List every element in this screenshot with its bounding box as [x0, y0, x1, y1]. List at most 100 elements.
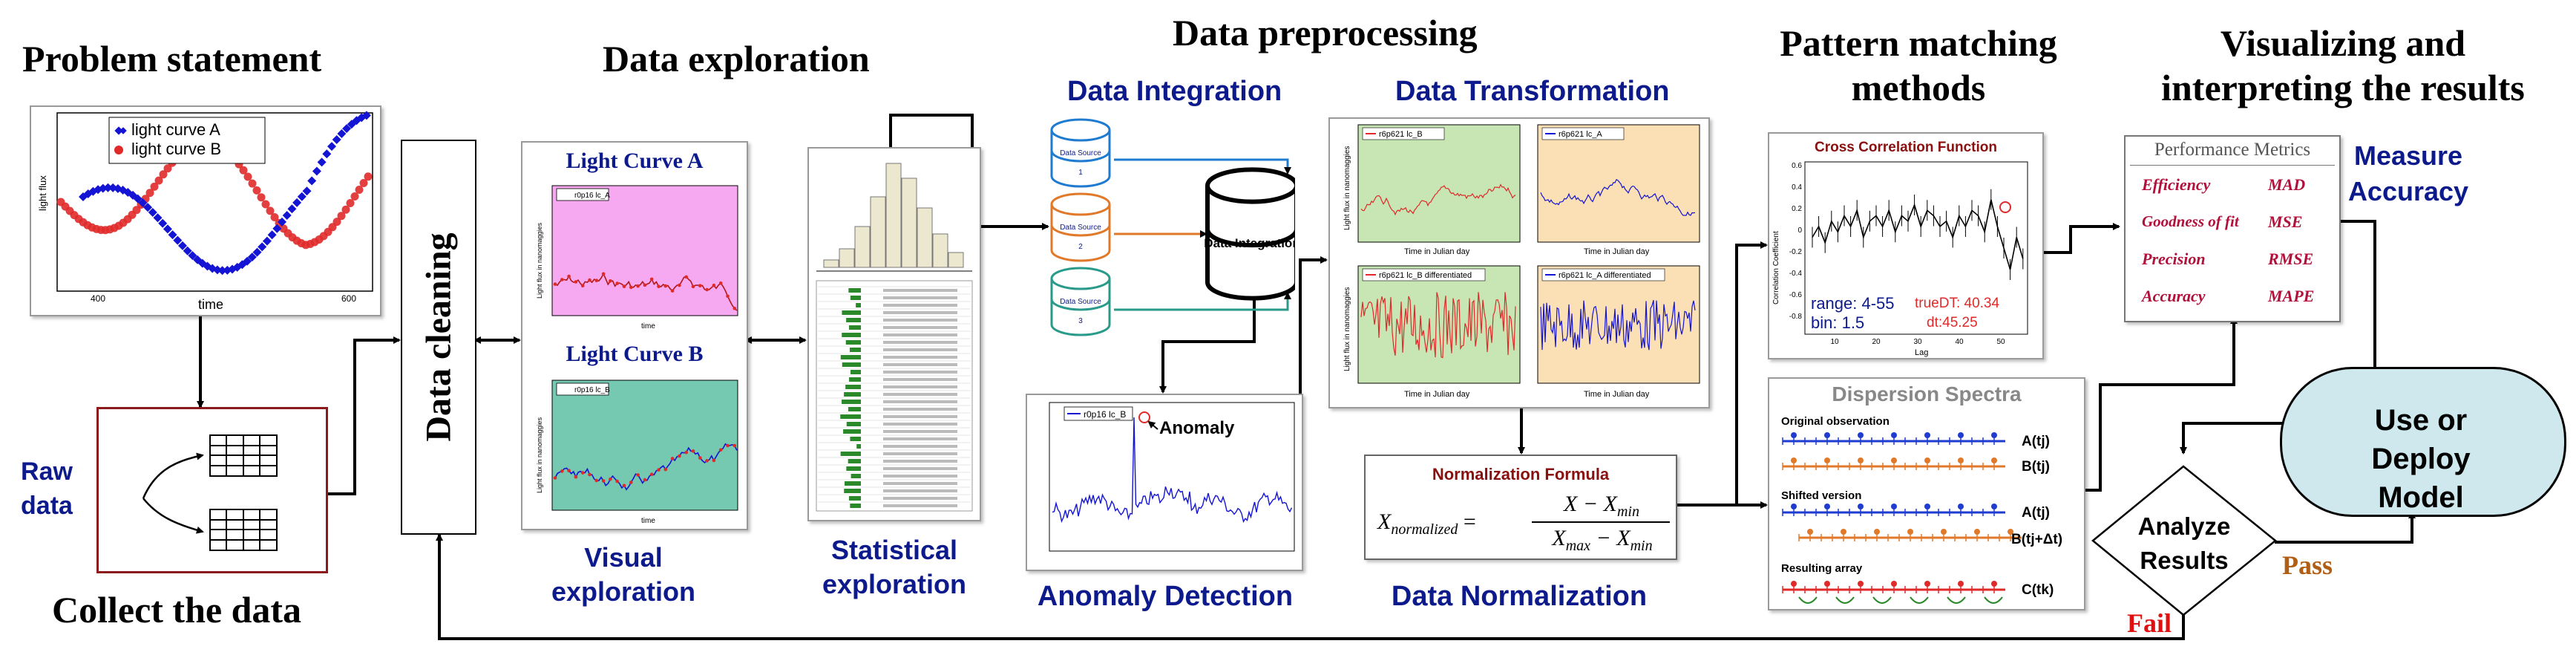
arrow-pass-to-deploy — [2275, 511, 2416, 544]
data-normalization-caption: Data Normalization — [1391, 581, 1648, 612]
curve-a-point — [173, 235, 183, 245]
formula-denominator-sub-min: min — [1630, 538, 1653, 554]
curve-b-point — [341, 205, 350, 214]
pass-label: Pass — [2282, 550, 2333, 580]
collect-data-box — [96, 407, 328, 573]
stat-table-bar — [856, 303, 861, 307]
stat-table-bar — [842, 400, 861, 404]
curve-a-point — [322, 149, 332, 159]
light-curve-point — [636, 284, 640, 288]
curve-a-point — [262, 236, 272, 246]
problem-plot-panel: light curve A light curve B time light f… — [30, 105, 381, 316]
ccf-svg: Cross Correlation Function 0.60.40.20-0.… — [1772, 140, 2028, 357]
stat-table-values — [883, 356, 957, 359]
stat-table-values — [883, 304, 957, 307]
light-curve-point — [609, 477, 612, 481]
dispersion-c: C(tk) — [2022, 582, 2054, 598]
curve-a-point — [153, 213, 163, 223]
light-curve-point — [712, 283, 716, 287]
metric-efficiency: Efficiency — [2142, 175, 2211, 194]
light-curve-point — [678, 454, 681, 458]
light-curve-point — [649, 277, 654, 281]
integration-arrow-3 — [1114, 292, 1291, 311]
stat-table-values — [883, 385, 957, 388]
ccf-xtick: 10 — [1830, 338, 1839, 346]
problem-plot-svg: light curve A light curve B time light f… — [37, 111, 373, 312]
curve-a-point — [217, 266, 227, 276]
stat-table-bar — [848, 496, 861, 501]
metric-mape: MAPE — [2268, 287, 2315, 305]
stat-table-values — [883, 341, 957, 344]
dispersion-marker — [1924, 457, 1930, 463]
anomaly-label: Anomaly — [1159, 418, 1235, 438]
curve-a-point — [163, 224, 172, 234]
arrow-dispersion-to-metrics — [2082, 316, 2238, 492]
curve-a-point — [118, 186, 128, 195]
light-curve-point — [622, 284, 626, 288]
histogram-bar — [948, 252, 964, 268]
stat-table-bar — [842, 333, 861, 337]
formula-numerator: X − X — [1564, 492, 1617, 516]
ccf-xtick: 40 — [1955, 338, 1964, 346]
curve-a-point — [292, 198, 302, 207]
stat-table-bar — [845, 385, 861, 389]
stat-table-bar — [849, 325, 861, 330]
stat-table-values — [883, 445, 957, 448]
dispersion-svg: Dispersion Spectra Original observation … — [1781, 382, 2062, 604]
metric-mse: MSE — [2268, 212, 2303, 231]
dispersion-marker — [1824, 457, 1830, 463]
dispersion-marker — [1791, 504, 1797, 509]
light-curve-point — [636, 473, 640, 477]
visual-exploration-svg: r0p16 lc_A r0p16 lc_B time time Light fl… — [536, 185, 738, 525]
data-source-cylinder — [1050, 204, 1111, 262]
curve-b-point — [346, 199, 355, 207]
curve-a-point — [208, 264, 217, 273]
light-curve-point — [594, 478, 599, 483]
statistical-exploration-panel — [807, 147, 981, 521]
curve-a-point — [361, 111, 371, 120]
light-curve-point — [615, 281, 619, 285]
curve-a-point — [327, 142, 336, 152]
dispersion-shifted: Shifted version — [1781, 489, 1861, 502]
ccf-truedt: trueDT: 40.34 — [1915, 296, 1999, 311]
stat-table-bar — [842, 310, 861, 315]
dispersion-marker — [1941, 529, 1947, 535]
heading-data-exploration: Data exploration — [603, 38, 870, 79]
light-curve-point — [705, 287, 709, 292]
heading-collect-data: Collect the data — [52, 589, 302, 631]
dispersion-marker — [1891, 432, 1897, 438]
stat-table-values — [883, 326, 957, 329]
dispersion-marker — [1858, 581, 1864, 587]
dispersion-marker — [1891, 457, 1897, 463]
fail-label: Fail — [2127, 608, 2172, 638]
dispersion-panel: Dispersion Spectra Original observation … — [1768, 377, 2085, 610]
transformation-xlabel-3: Time in Julian day — [1404, 390, 1470, 399]
anomaly-legend: r0p16 lc_B — [1084, 409, 1126, 420]
dispersion-marker — [1924, 432, 1930, 438]
stat-table-bar — [848, 459, 861, 463]
curve-b-point — [239, 166, 248, 175]
curve-b-point — [154, 176, 163, 185]
data-source-cylinder — [1050, 130, 1111, 188]
visual-legend-b: r0p16 lc_B — [574, 386, 610, 394]
visual-xlabel-b: time — [641, 517, 655, 525]
ccf-ytick: -0.8 — [1789, 313, 1803, 321]
light-curve-point — [698, 284, 702, 287]
curve-b-point — [132, 206, 141, 215]
curve-b-point — [163, 164, 172, 173]
metric-mad: MAD — [2268, 175, 2306, 194]
curve-a-point — [312, 166, 321, 176]
curve-a-point — [272, 224, 282, 233]
light-curve-point — [580, 471, 585, 475]
curve-a-point — [302, 186, 312, 196]
curve-a-point — [178, 241, 187, 250]
anomaly-detection-panel: r0p16 lc_B Anomaly — [1026, 394, 1303, 571]
stat-table-bar — [840, 452, 861, 456]
problem-xtick-400: 400 — [91, 293, 105, 304]
stat-table-bar — [848, 407, 861, 411]
stat-table-values — [883, 437, 957, 440]
normalization-formula: Xnormalized = X − Xmin Xmax − Xmin — [1374, 492, 1671, 554]
curve-a-point — [287, 204, 297, 214]
curve-a-point — [237, 260, 247, 270]
stat-table-bar — [849, 377, 861, 382]
